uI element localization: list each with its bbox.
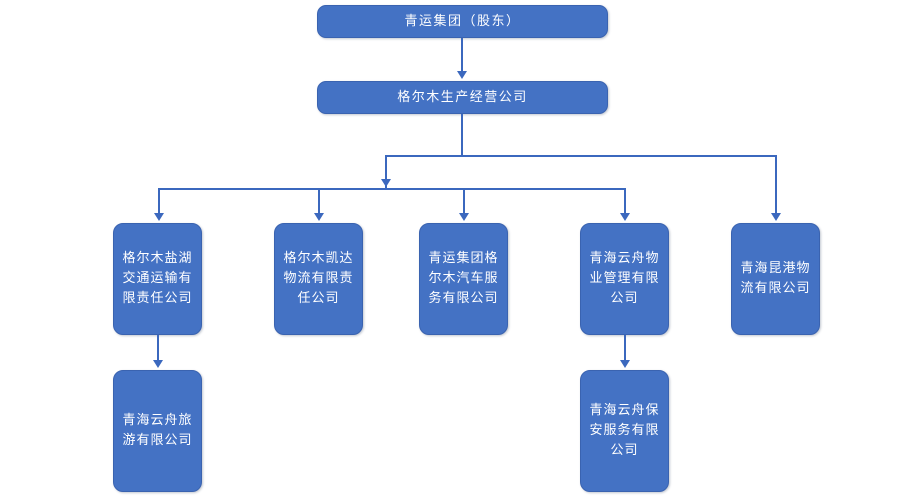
node-sub-subsidiary-2[interactable]: 青海云舟保安服务有限公司 <box>580 370 669 492</box>
node-operating-company[interactable]: 格尔木生产经营公司 <box>317 81 608 114</box>
node-subsidiary-2[interactable]: 格尔木凯达物流有限责任公司 <box>274 223 363 335</box>
node-subsidiary-4[interactable]: 青海云舟物业管理有限公司 <box>580 223 669 335</box>
connector-subsidiary-1-to-child <box>157 335 159 363</box>
node-subsidiary-5-label: 青海昆港物流有限公司 <box>740 260 811 296</box>
connector-subsidiary-4-to-child <box>624 335 626 363</box>
arrow-down-icon-subsidiary-2 <box>314 213 324 221</box>
node-sub-subsidiary-1[interactable]: 青海云舟旅游有限公司 <box>113 370 202 492</box>
arrow-down-icon-subsidiary-1 <box>154 213 164 221</box>
node-subsidiary-1-label: 格尔木盐湖交通运输有限责任公司 <box>122 250 193 307</box>
node-sub-subsidiary-2-label: 青海云舟保安服务有限公司 <box>589 402 660 459</box>
connector-to-subsidiary-5 <box>775 155 777 215</box>
node-subsidiary-3[interactable]: 青运集团格尔木汽车服务有限公司 <box>419 223 508 335</box>
connector-shareholder-to-operating <box>461 38 463 73</box>
connector-to-subsidiary-4 <box>624 188 626 215</box>
arrow-down-icon-subsidiary-4 <box>620 213 630 221</box>
node-operating-company-label: 格尔木生产经营公司 <box>397 89 528 105</box>
node-subsidiary-4-label: 青海云舟物业管理有限公司 <box>589 250 660 307</box>
node-subsidiary-3-label: 青运集团格尔木汽车服务有限公司 <box>428 250 499 307</box>
node-subsidiary-2-label: 格尔木凯达物流有限责任公司 <box>283 250 354 307</box>
arrow-down-icon-operating <box>457 71 467 79</box>
arrow-down-icon-sub-subsidiary-1 <box>153 360 163 368</box>
arrow-down-icon-sub-subsidiary-2 <box>620 360 630 368</box>
connector-bus-lower <box>159 188 626 190</box>
node-sub-subsidiary-1-label: 青海云舟旅游有限公司 <box>122 412 193 448</box>
connector-operating-stem <box>461 114 463 156</box>
connector-to-subsidiary-3 <box>463 188 465 215</box>
connector-to-subsidiary-2 <box>318 188 320 215</box>
node-subsidiary-5[interactable]: 青海昆港物流有限公司 <box>731 223 820 335</box>
arrow-down-icon-subsidiary-3 <box>459 213 469 221</box>
arrow-down-icon-bus-join <box>381 179 391 187</box>
arrow-down-icon-subsidiary-5 <box>771 213 781 221</box>
connector-bus-upper-left-drop <box>385 155 387 189</box>
connector-to-subsidiary-1 <box>158 188 160 215</box>
node-shareholder-label: 青运集团（股东） <box>404 13 521 29</box>
node-shareholder[interactable]: 青运集团（股东） <box>317 5 608 38</box>
node-subsidiary-1[interactable]: 格尔木盐湖交通运输有限责任公司 <box>113 223 202 335</box>
connector-bus-upper <box>385 155 777 157</box>
